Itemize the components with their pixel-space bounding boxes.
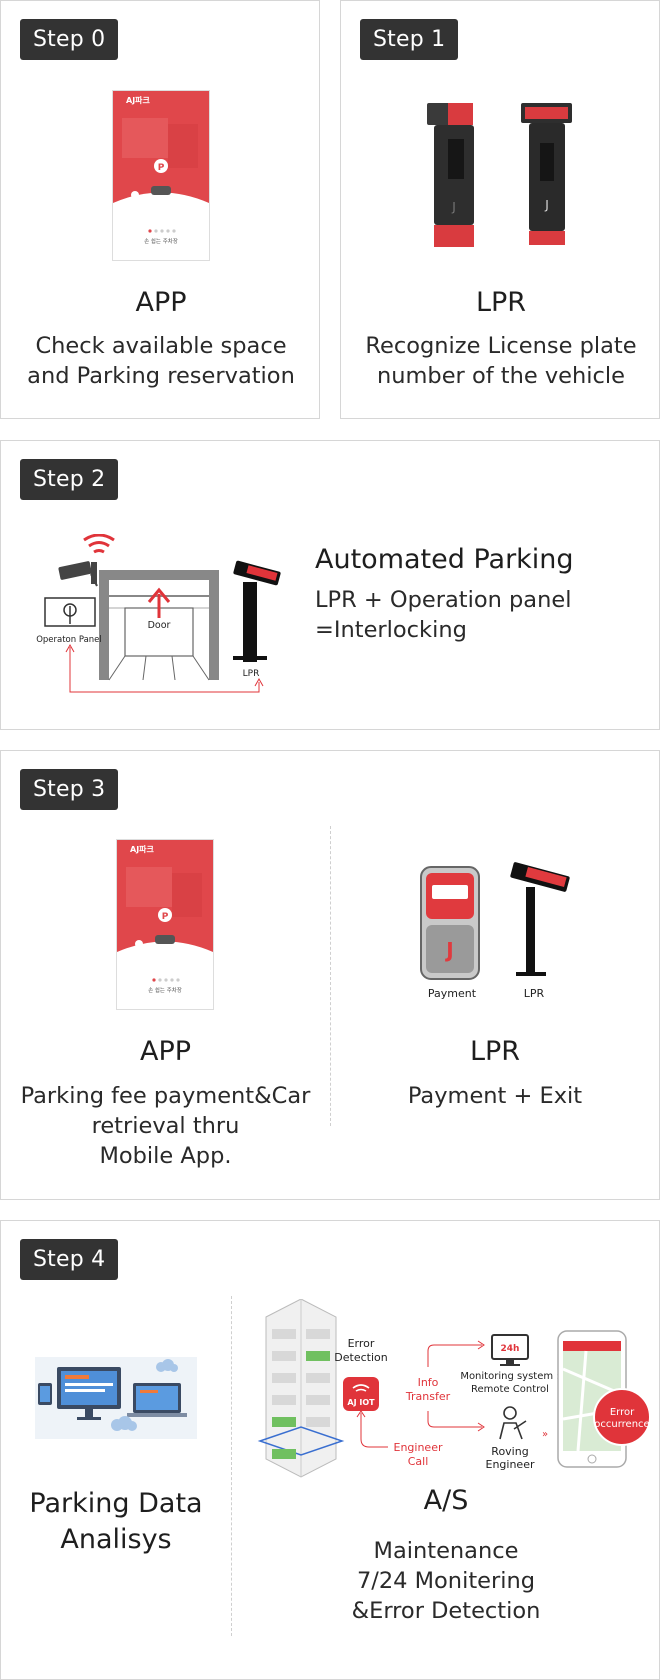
desc-line: Recognize License plate xyxy=(365,333,637,359)
as-desc: Maintenance 7/24 Monitering &Error Detec… xyxy=(231,1536,660,1626)
payment-lpr-illustration: J Payment LPR xyxy=(411,857,581,1007)
monitor-icon xyxy=(57,1367,121,1420)
parking-tower-illustration xyxy=(257,1298,345,1478)
svg-text:J: J xyxy=(451,200,456,214)
step-1-card: Step 1 J J LPR Recognize License plate n… xyxy=(340,0,660,419)
double-chevron-icon: » xyxy=(542,1429,548,1440)
engineer-call-line: Engineer xyxy=(394,1441,443,1454)
desc-line: and Parking reservation xyxy=(27,363,295,389)
cctv-camera-icon xyxy=(58,561,98,587)
tablet-icon xyxy=(38,1383,52,1405)
step-3-card: Step 3 P AJ파크 손 쉽는 주차장 J xyxy=(0,750,660,1200)
step-3-app-title: APP xyxy=(139,1036,192,1067)
lpr-pole-icon xyxy=(510,862,570,976)
desc-line: =Interlocking xyxy=(315,617,467,643)
step-4-badge: Step 4 xyxy=(20,1239,119,1280)
step-2-desc: LPR + Operation panel =Interlocking xyxy=(315,585,571,645)
info-transfer-line: Transfer xyxy=(405,1390,451,1403)
data-analysis-illustration xyxy=(35,1357,197,1439)
data-analysis-title: Parking Data Analisys xyxy=(1,1486,231,1558)
error-occurrence-line: Error xyxy=(610,1407,635,1418)
h24-label: 24h xyxy=(501,1344,520,1354)
iot-label: AJ IOT xyxy=(347,1398,375,1407)
svg-text:J: J xyxy=(544,198,549,212)
payment-kiosk-icon: J xyxy=(420,866,480,980)
engineer-icon xyxy=(499,1406,527,1440)
step-3-lpr-title: LPR xyxy=(469,1036,521,1067)
automated-parking-diagram: Door LPR Operaton Panel xyxy=(33,533,283,694)
phone-brand-text: AJ파크 xyxy=(130,844,155,854)
phone-brand-text: AJ파크 xyxy=(126,95,151,105)
phone-footer-text: 손 쉽는 주차장 xyxy=(144,237,178,245)
error-detection-line: Error xyxy=(348,1337,375,1350)
as-diagram: Error Detection AJ IOT Info Transfer Eng… xyxy=(256,1298,656,1479)
wifi-icon xyxy=(83,533,115,554)
step-1-desc: Recognize License plate number of the ve… xyxy=(341,331,660,391)
desc-line: 7/24 Monitering xyxy=(356,1568,536,1594)
roving-line: Roving xyxy=(491,1445,528,1458)
step-2-badge: Step 2 xyxy=(20,459,119,500)
info-transfer-line: Info xyxy=(418,1376,439,1389)
step-2-card: Step 2 xyxy=(0,440,660,730)
desc-line: Payment + Exit xyxy=(407,1083,583,1109)
step-0-title: APP xyxy=(135,287,187,318)
step-1-badge: Step 1 xyxy=(360,19,459,60)
svg-text:P: P xyxy=(158,163,165,173)
step-0-card: Step 0 P AJ파크 손 쉽는 주차장 APP Check availab… xyxy=(0,0,320,419)
desc-line: retrieval thru xyxy=(91,1113,240,1139)
svg-text:P: P xyxy=(162,912,169,922)
laptop-icon xyxy=(127,1383,187,1417)
desc-line: LPR + Operation panel xyxy=(315,587,572,613)
step-1-title: LPR xyxy=(475,287,527,318)
step-0-desc: Check available space and Parking reserv… xyxy=(1,331,321,391)
error-occurrence-line: occurrence xyxy=(594,1419,649,1430)
wifi-icon xyxy=(352,1384,370,1392)
error-detection-line: Detection xyxy=(334,1351,387,1364)
app-phone-screenshot: P AJ파크 손 쉽는 주차장 xyxy=(116,839,214,1010)
iot-badge xyxy=(343,1377,379,1411)
as-title: A/S xyxy=(423,1485,469,1516)
door-label: Door xyxy=(148,620,171,631)
roving-line: Engineer xyxy=(486,1458,535,1471)
monitoring-line: Remote Control xyxy=(471,1384,549,1395)
desc-line: Parking fee payment&Car xyxy=(20,1083,311,1109)
title-line: Analisys xyxy=(60,1524,172,1555)
lpr-device-illustration: J J xyxy=(426,99,586,251)
desc-line: Maintenance xyxy=(373,1538,519,1564)
lpr-pole-icon xyxy=(233,560,281,662)
app-phone-screenshot: P AJ파크 손 쉽는 주차장 xyxy=(112,90,210,261)
step-4-card: Step 4 xyxy=(0,1220,660,1680)
desc-line: number of the vehicle xyxy=(376,363,626,389)
svg-text:J: J xyxy=(444,938,453,962)
lpr-label: LPR xyxy=(243,669,260,679)
step-0-badge: Step 0 xyxy=(20,19,119,60)
desc-line: Mobile App. xyxy=(99,1143,232,1169)
divider xyxy=(231,1296,232,1636)
divider xyxy=(330,826,331,1126)
monitor-24h-icon xyxy=(491,1334,529,1366)
step-3-lpr-desc: Payment + Exit xyxy=(330,1081,660,1111)
touch-icon xyxy=(63,603,77,624)
lpr-label: LPR xyxy=(524,987,545,1000)
step-3-badge: Step 3 xyxy=(20,769,119,810)
step-3-app-desc: Parking fee payment&Car retrieval thru M… xyxy=(1,1081,330,1171)
phone-footer-text: 손 쉽는 주차장 xyxy=(148,986,182,994)
payment-label: Payment xyxy=(428,987,477,1000)
cloud-icon xyxy=(111,1359,178,1431)
desc-line: Check available space xyxy=(35,333,287,359)
desc-line: &Error Detection xyxy=(351,1598,541,1624)
title-line: Parking Data xyxy=(29,1488,203,1519)
monitoring-line: Monitoring system : xyxy=(460,1371,559,1382)
error-occurrence-badge xyxy=(593,1388,651,1446)
panel-label: Operaton Panel xyxy=(36,635,102,645)
engineer-call-line: Call xyxy=(408,1455,429,1468)
step-2-title: Automated Parking xyxy=(315,544,574,575)
